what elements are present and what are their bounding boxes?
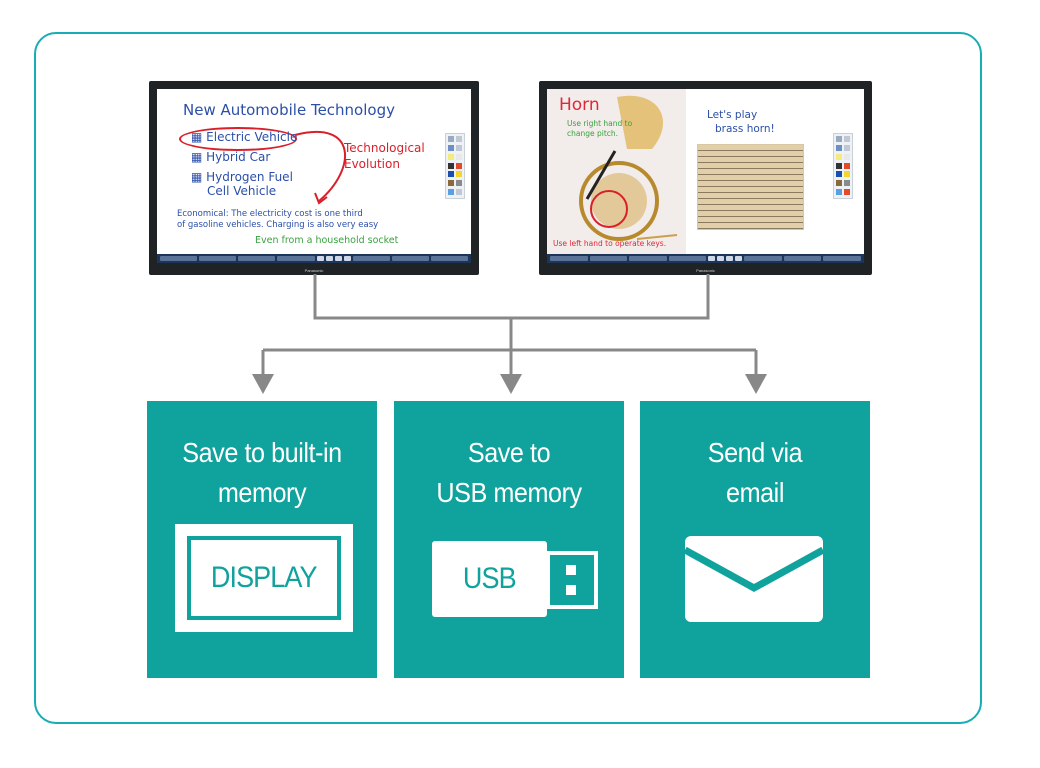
highlight-ellipse <box>179 127 297 151</box>
tool-palette[interactable] <box>833 133 853 199</box>
diagram-frame <box>34 32 982 724</box>
list-item: ▦ Hybrid Car <box>191 150 271 164</box>
connector-line <box>313 274 710 320</box>
annotation: Evolution <box>344 157 400 171</box>
usb-body: USB <box>432 541 547 617</box>
display-frame: DISPLAY <box>187 536 341 620</box>
tile-label: Send via <box>707 437 803 468</box>
usb-icon-text: USB <box>463 562 517 595</box>
tile-label: Save to built-in <box>182 437 342 468</box>
sheet-music-image <box>697 144 804 230</box>
envelope-icon <box>685 536 825 622</box>
side-note: Let's play <box>707 109 758 121</box>
whiteboard-title: New Automobile Technology <box>183 101 395 119</box>
usb-connector <box>546 551 598 609</box>
whiteboard-screen: New Automobile Technology ▦ Electric Veh… <box>157 89 471 255</box>
tile-label: USB memory <box>436 477 582 508</box>
list-item: ▦ Electric Vehicle <box>191 130 298 144</box>
arrow-head <box>252 374 274 394</box>
annotation: Technological <box>344 141 425 155</box>
note: of gasoline vehicles. Charging is also v… <box>177 220 379 230</box>
horn-image <box>579 95 678 241</box>
whiteboard-toolbar[interactable] <box>547 254 864 263</box>
note-green: Even from a household socket <box>255 235 399 246</box>
note: Use left hand to operate keys. <box>553 239 667 248</box>
destination-built-in-memory: Save to built-in memory DISPLAY <box>147 401 377 678</box>
horn-title: Horn <box>559 95 600 115</box>
list-item: Cell Vehicle <box>207 184 277 198</box>
side-note: brass horn! <box>715 123 775 135</box>
display-automobile: New Automobile Technology ▦ Electric Veh… <box>149 81 479 275</box>
tool-palette[interactable] <box>445 133 465 199</box>
destination-email: Send via email <box>640 401 870 678</box>
display-icon: DISPLAY <box>175 524 353 632</box>
evolution-arrow <box>294 130 346 205</box>
tile-label: memory <box>217 477 307 508</box>
display-icon-text: DISPLAY <box>211 561 318 594</box>
whiteboard-screen: Horn Use right hand to change pitch. Use… <box>547 89 864 255</box>
display-horn: Horn Use right hand to change pitch. Use… <box>539 81 872 275</box>
horn-photo: Horn Use right hand to change pitch. Use… <box>547 89 686 255</box>
usb-icon: USB <box>432 541 598 621</box>
note: change pitch. <box>567 129 619 138</box>
tile-label: Save to <box>467 437 551 468</box>
note: Use right hand to <box>567 119 633 128</box>
note: Economical: The electricity cost is one … <box>177 209 363 219</box>
list-item: ▦ Hydrogen Fuel <box>191 170 293 184</box>
arrow-head <box>745 374 767 394</box>
brand-logo: Panasonic <box>304 268 324 273</box>
whiteboard-toolbar[interactable] <box>157 254 471 263</box>
brand-logo: Panasonic <box>696 268 715 273</box>
arrow-head <box>500 374 522 394</box>
tile-label: email <box>726 477 784 508</box>
destination-usb-memory: Save to USB memory USB <box>394 401 624 678</box>
